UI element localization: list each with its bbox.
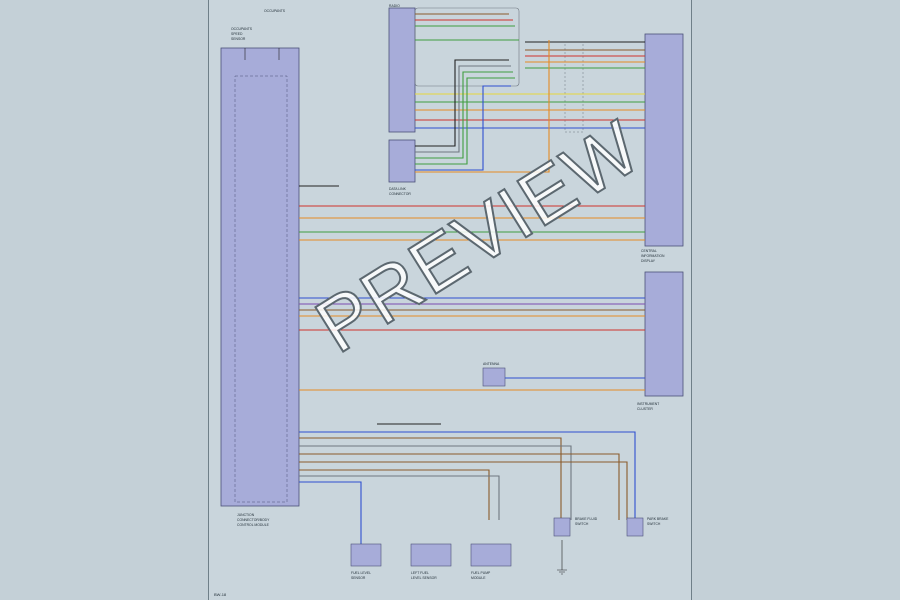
left-fuel-level-sensor bbox=[410, 543, 452, 567]
dlc-wires bbox=[415, 40, 550, 173]
radio-label: RADIO bbox=[389, 4, 400, 8]
fuel-pump-module bbox=[470, 543, 512, 567]
sensor-label-3: FUEL PUMP bbox=[471, 571, 491, 575]
wiring-diagram: JUNCTION CONNECTOR/BODY CONTROL MODULE O… bbox=[220, 4, 684, 580]
antenna-label: ANTENNA bbox=[483, 362, 500, 366]
header-label-1: OCCUPANTS bbox=[231, 27, 253, 31]
page-number: BW-18 bbox=[214, 592, 227, 597]
fuel-level-sensor bbox=[350, 543, 382, 567]
sensor-label-1b: SENSOR bbox=[351, 576, 366, 580]
body-control-label-3: CONTROL MODULE bbox=[237, 523, 270, 527]
dlc-label-2: CONNECTOR bbox=[389, 192, 411, 196]
brake-fluid-switch bbox=[553, 517, 571, 537]
sensor-label-2: LEFT FUEL bbox=[411, 571, 429, 575]
sensor-label-5b: SWITCH bbox=[647, 522, 661, 526]
sensor-label-2b: LEVEL SENSOR bbox=[411, 576, 437, 580]
bcm-display-wires bbox=[299, 185, 645, 241]
header-label-4: OCCUPANTS bbox=[264, 9, 286, 13]
schematic-sheet: JUNCTION CONNECTOR/BODY CONTROL MODULE O… bbox=[208, 0, 692, 600]
radio-display-wires bbox=[415, 13, 645, 129]
header-label-2: SPEED bbox=[231, 32, 243, 36]
ground-icon bbox=[557, 569, 567, 575]
cluster-label-1: INSTRUMENT bbox=[637, 402, 659, 406]
body-control-module bbox=[220, 47, 300, 507]
antenna-module bbox=[482, 367, 506, 387]
body-control-inner-outline bbox=[234, 75, 288, 503]
sensor-label-5: PARK BRAKE bbox=[647, 517, 669, 521]
sensor-label-4b: SWITCH bbox=[575, 522, 589, 526]
dlc-label-1: DATA LINK bbox=[389, 187, 407, 191]
sensor-label-1: FUEL LEVEL bbox=[351, 571, 371, 575]
data-link-connector bbox=[388, 139, 416, 183]
body-control-label-1: JUNCTION bbox=[237, 513, 255, 517]
radio-module bbox=[388, 7, 416, 133]
instrument-cluster bbox=[644, 271, 684, 397]
display-label-2: INFORMATION bbox=[641, 254, 665, 258]
display-label-1: CENTRAL bbox=[641, 249, 657, 253]
bcm-cluster-wires bbox=[299, 297, 645, 391]
sensor-label-4: BRAKE FLUID bbox=[575, 517, 598, 521]
central-info-display bbox=[644, 33, 684, 247]
sensor-label-3b: MODULE bbox=[471, 576, 486, 580]
bcm-sensor-wires bbox=[299, 423, 636, 544]
park-brake-switch bbox=[626, 517, 644, 537]
cluster-label-2: CLUSTER bbox=[637, 407, 653, 411]
body-control-label-2: CONNECTOR/BODY bbox=[237, 518, 270, 522]
header-label-3: SENSOR bbox=[231, 37, 246, 41]
display-label-3: DISPLAY bbox=[641, 259, 656, 263]
